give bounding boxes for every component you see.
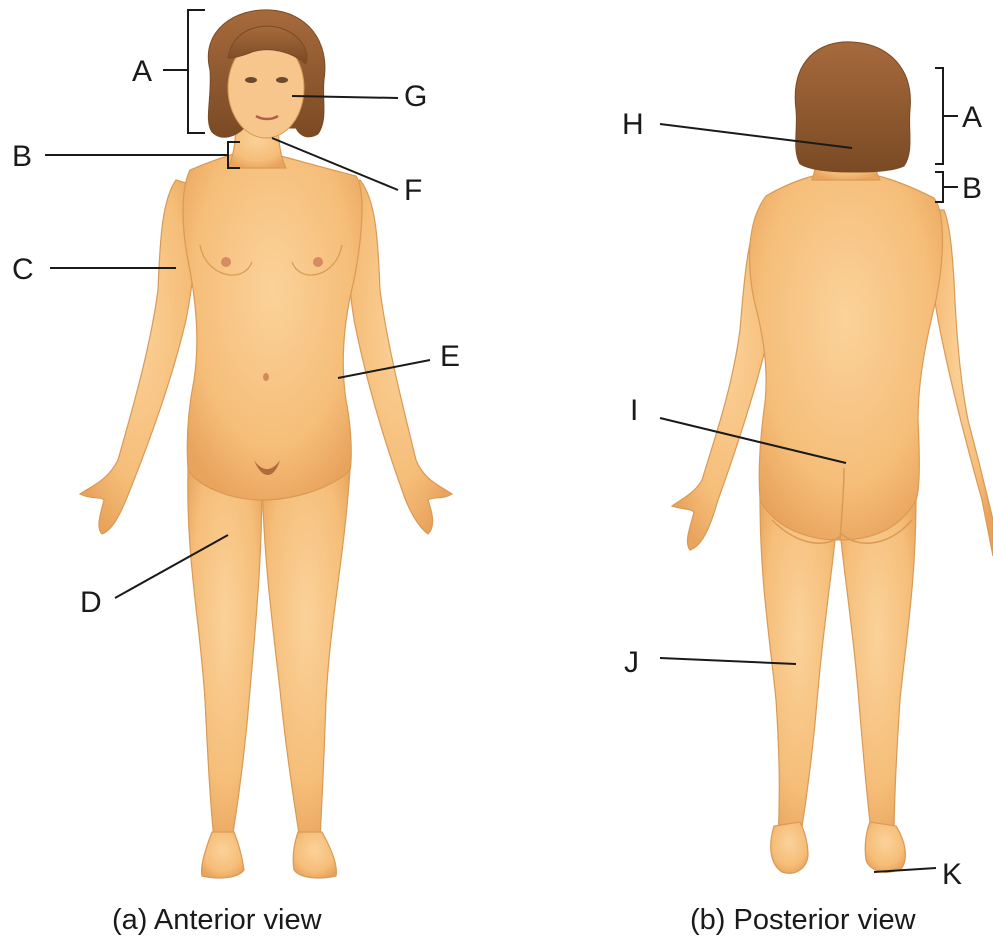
label-b: B xyxy=(12,140,32,173)
posterior-right-foot xyxy=(865,822,905,872)
posterior-left-foot xyxy=(771,822,808,873)
anterior-detail xyxy=(276,77,288,83)
label-g: G xyxy=(404,80,427,113)
posterior-label-a-bracket xyxy=(935,68,943,164)
posterior-left-leg xyxy=(760,500,838,840)
anterior-right-foot xyxy=(293,832,336,878)
anterior-detail xyxy=(245,77,257,83)
label-e: E xyxy=(440,340,460,373)
posterior-right-leg xyxy=(838,500,916,840)
anterior-left-foot xyxy=(202,832,244,878)
posterior-caption: (b) Posterior view xyxy=(690,904,917,936)
anterior-detail xyxy=(221,257,231,267)
label-a: A xyxy=(132,55,152,88)
label-i: I xyxy=(630,394,638,427)
posterior-label-a: A xyxy=(962,101,982,134)
posterior-figure xyxy=(672,42,993,873)
label-j: J xyxy=(624,646,639,679)
label-h: H xyxy=(622,108,644,141)
label-a-bracket xyxy=(188,10,205,133)
posterior-hair xyxy=(795,42,910,172)
anterior-left-leg xyxy=(188,470,262,840)
anterior-right-arm xyxy=(347,180,452,534)
anterior-right-leg xyxy=(262,470,350,840)
anterior-left-arm xyxy=(80,180,195,534)
anterior-torso xyxy=(183,150,362,500)
anterior-figure xyxy=(80,10,452,878)
posterior-label-b-bracket xyxy=(935,172,943,202)
anterior-caption: (a) Anterior view xyxy=(112,904,323,936)
anterior-detail xyxy=(263,373,269,381)
label-k: K xyxy=(942,858,962,891)
anterior-detail xyxy=(313,257,323,267)
label-c: C xyxy=(12,253,34,286)
label-f: F xyxy=(404,174,422,207)
label-d: D xyxy=(80,586,102,619)
posterior-label-b: B xyxy=(962,172,982,205)
posterior-torso xyxy=(750,172,943,540)
